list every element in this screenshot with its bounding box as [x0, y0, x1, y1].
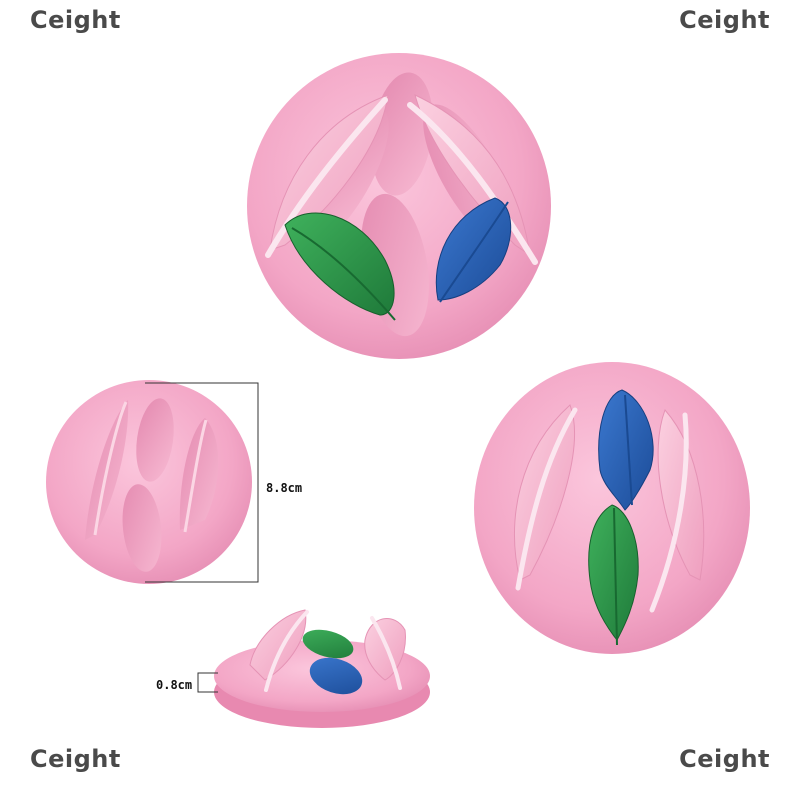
mold-side-view [197, 609, 430, 728]
watermark-top-left: Ceight [30, 6, 121, 34]
height-label: 0.8cm [156, 678, 193, 692]
watermark-top-right: Ceight [679, 6, 770, 34]
watermark-bottom-left: Ceight [30, 745, 121, 773]
diameter-label: 8.8cm [266, 481, 303, 495]
mold-left [46, 380, 259, 584]
watermark-bottom-right: Ceight [679, 745, 770, 773]
mold-top [247, 53, 551, 359]
mold-right [474, 362, 750, 654]
